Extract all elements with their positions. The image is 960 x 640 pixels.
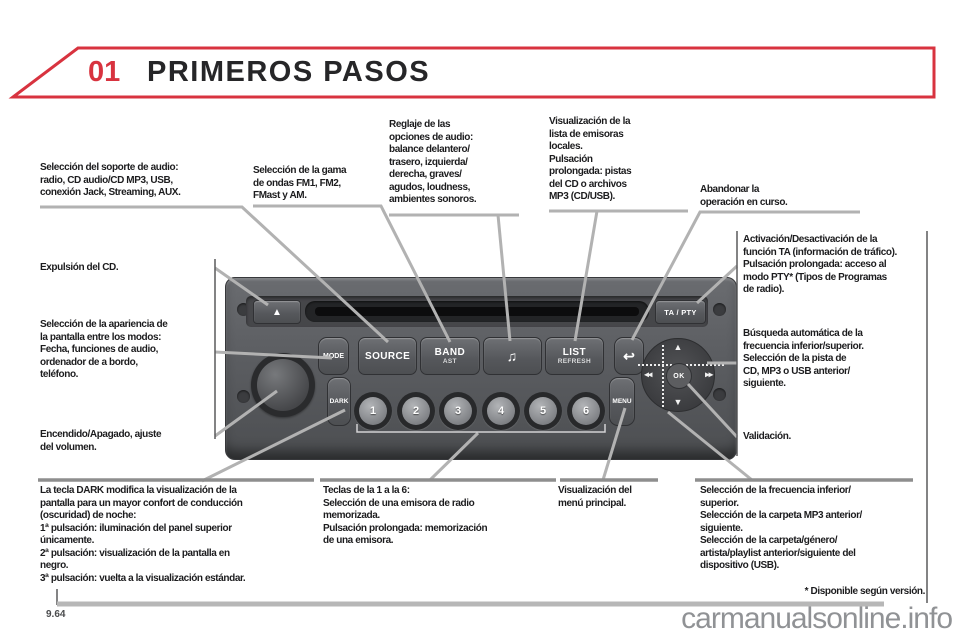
arrow-down-icon: ▼: [673, 397, 683, 407]
ok-button: OK: [666, 363, 692, 389]
band-label: BAND: [434, 347, 466, 358]
arrow-up-icon: ▲: [673, 342, 683, 352]
callout-wave-band: Selección de la gama de ondas FM1, FM2, …: [253, 165, 347, 201]
callout-media-source: Selección del soporte de audio: radio, C…: [40, 162, 181, 198]
preset-button-1: 1: [354, 392, 392, 430]
volume-knob: [251, 353, 315, 417]
volume-knob-face: [257, 359, 309, 411]
preset-label: 2: [402, 397, 430, 425]
eject-icon: ▲: [272, 306, 282, 318]
ta-pty-label: TA / PTY: [664, 307, 697, 317]
dotted-guide-vertical: [662, 345, 664, 407]
screw-hole: [713, 388, 726, 401]
callout-auto-search: Búsqueda automática de la frecuencia inf…: [743, 328, 864, 389]
screw-hole: [237, 390, 250, 403]
header-band: [8, 46, 936, 99]
audio-settings-button: ♫: [482, 337, 542, 375]
footnote: * Disponible según versión.: [804, 586, 926, 597]
cd-slot-opening: [315, 307, 639, 316]
menu-button: MENU: [609, 377, 635, 426]
preset-button-6: 6: [567, 392, 605, 430]
dark-button: DARK: [327, 377, 351, 426]
return-icon: ↩: [623, 347, 635, 364]
list-label: LIST: [562, 347, 586, 358]
ta-pty-button: TA / PTY: [655, 300, 706, 324]
chapter-number: 01: [88, 56, 121, 88]
ast-label: AST: [442, 358, 457, 365]
menu-label: MENU: [612, 398, 632, 405]
preset-label: 3: [444, 397, 472, 425]
dark-label: DARK: [329, 398, 349, 405]
preset-label: 4: [487, 397, 515, 425]
refresh-label: REFRESH: [557, 358, 591, 365]
cd-slot: [305, 301, 649, 322]
source-label: SOURCE: [365, 350, 411, 362]
rewind-icon: ◀◀: [644, 371, 653, 379]
screw-hole: [713, 303, 726, 316]
callout-eject: Expulsión del CD.: [40, 262, 119, 273]
main-button-bar: SOURCE BAND AST ♫ LIST REFRESH: [358, 337, 604, 375]
band-button: BAND AST: [420, 337, 480, 375]
page-title: PRIMEROS PASOS: [147, 56, 431, 88]
callout-ta-pty: Activación/Desactivación de la función T…: [743, 234, 897, 295]
callout-display-mode: Selección de la apariencia de la pantall…: [40, 319, 168, 380]
preset-button-5: 5: [524, 392, 562, 430]
callout-preset-keys: Teclas de la 1 a la 6: Selección de una …: [323, 485, 488, 546]
preset-label: 5: [529, 397, 557, 425]
direction-pad: ▲ ▼ ◀◀ ▶▶ OK: [638, 338, 724, 412]
preset-button-3: 3: [439, 392, 477, 430]
forward-icon: ▶▶: [705, 371, 714, 379]
callout-frequency: Selección de la frecuencia inferior/ sup…: [700, 485, 862, 571]
callout-validation: Validación.: [743, 431, 791, 442]
callout-station-list: Visualización de la lista de emisoras lo…: [549, 116, 632, 202]
header-outline: [8, 46, 936, 99]
back-button: ↩: [614, 337, 644, 375]
source-button: SOURCE: [358, 337, 418, 375]
callout-power: Encendido/Apagado, ajuste del volumen.: [40, 429, 162, 453]
page-number: 9.64: [46, 609, 66, 620]
mode-button: MODE: [318, 337, 349, 375]
preset-label: 6: [572, 397, 600, 425]
list-button: LIST REFRESH: [544, 337, 604, 375]
callout-dark-key: La tecla DARK modifica la visualización …: [40, 485, 246, 584]
mode-label: MODE: [323, 352, 344, 360]
callout-abort: Abandonar la operación en curso.: [700, 184, 788, 208]
eject-button: ▲: [253, 300, 301, 324]
callout-main-menu: Visualización del menú principal.: [558, 485, 632, 509]
callout-audio-settings: Reglaje de las opciones de audio: balanc…: [389, 119, 477, 205]
preset-button-4: 4: [482, 392, 520, 430]
preset-button-2: 2: [397, 392, 435, 430]
music-note-icon: ♫: [506, 348, 518, 364]
watermark: carmanualsonline.info: [681, 602, 953, 635]
car-radio-illustration: ▲ TA / PTY MODE SOURCE BAND AST ♫ LIST R…: [225, 277, 737, 460]
preset-label: 1: [359, 397, 387, 425]
